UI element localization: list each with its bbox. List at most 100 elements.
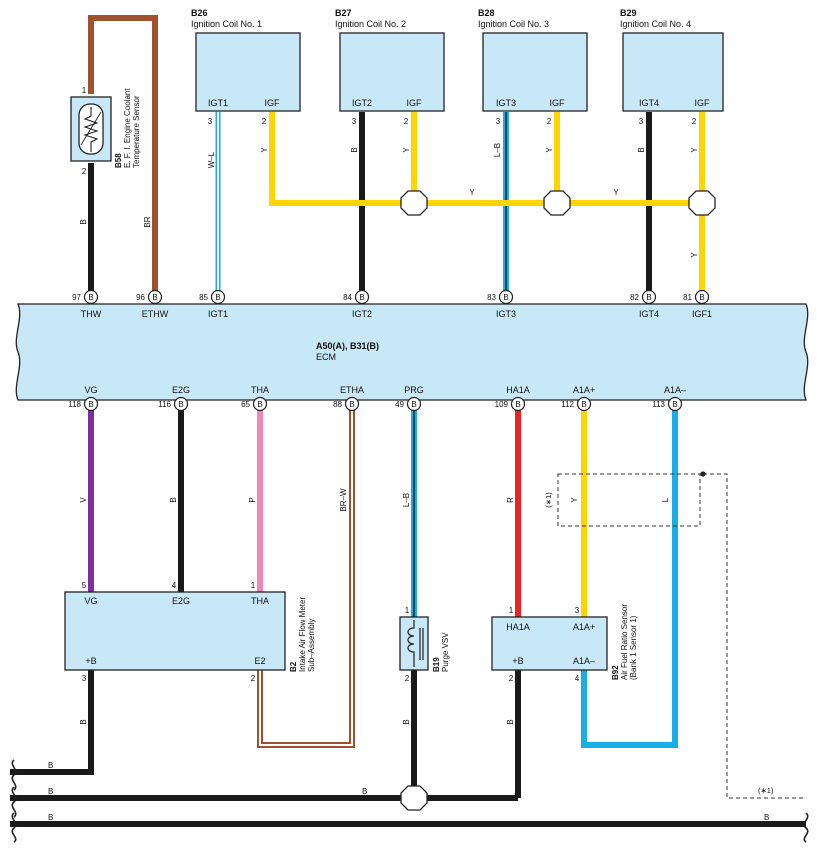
wire-label-tha: P xyxy=(248,497,257,502)
ground-break-icon xyxy=(803,812,809,843)
ecm-bottom-connector-letter-6: B xyxy=(581,400,586,409)
af-name-2: (Bank 1 Sensor 1) xyxy=(629,615,638,680)
bus-shield-note: (∗1) xyxy=(758,786,774,795)
ecm-bottom-connector-letter-5: B xyxy=(515,400,520,409)
coil-box-4 xyxy=(622,32,724,112)
coil-4-pin-igt: 3 xyxy=(639,117,644,126)
ecm-bottom-pin-name-3: ETHA xyxy=(340,385,364,395)
af-sensor-box xyxy=(491,616,608,671)
maf-name-1: Intake Air Flow Meter xyxy=(298,597,307,672)
ecm-bottom-pin-num-4: 49 xyxy=(395,400,404,409)
ecm-bottom-connector-letter-1: B xyxy=(178,400,183,409)
coolant-name-2: Temperature Sensor xyxy=(132,95,141,168)
wire-label-e2g: B xyxy=(169,497,178,502)
coil-2-igt: IGT2 xyxy=(352,98,372,108)
af-pin-ha1a-name: HA1A xyxy=(506,622,530,632)
wire-label-maf-plusb: B xyxy=(79,719,88,724)
splice-icon xyxy=(400,190,716,216)
af-pin-ha1a-num: 1 xyxy=(509,606,514,615)
ecm-top-connector-0 xyxy=(83,289,99,305)
coil-4-name: Ignition Coil No. 4 xyxy=(620,19,691,29)
wire-label-igt2: B xyxy=(350,147,359,152)
ground-break-icon xyxy=(11,759,17,843)
coil-box-3 xyxy=(482,32,588,112)
coil-4-id: B29 xyxy=(620,8,637,18)
ecm-top-connector-letter-6: B xyxy=(699,293,704,302)
af-pin-a1a-plus-num: 3 xyxy=(575,606,580,615)
maf-pin-plusb-num: 3 xyxy=(82,674,87,683)
wire-label-igt1: W–L xyxy=(207,151,216,168)
coolant-pin-1: 1 xyxy=(82,86,87,95)
bottom-wire-labels: V B P BR–W L–B R Y L (∗1) B B B xyxy=(79,488,670,725)
ecm-bottom-pin-name-1: E2G xyxy=(172,385,190,395)
ecm-bottom-pin-num-2: 65 xyxy=(241,400,250,409)
ecm-top-pin-name-5: IGT4 xyxy=(639,309,659,319)
coil-1-igf: IGF xyxy=(265,98,281,108)
ecm-bottom-connector-6 xyxy=(576,396,592,412)
wire-a1a-minus-l xyxy=(581,410,678,748)
shield-junction-dot xyxy=(700,471,706,477)
coil-3-pin-igf: 2 xyxy=(547,117,552,126)
ecm-top-pin-name-2: IGT1 xyxy=(208,309,228,319)
bus-2-label: B xyxy=(48,787,53,796)
ecm-top-connector-4 xyxy=(498,289,514,305)
wire-label-bus-1: Y xyxy=(469,188,475,197)
coil-1-pin-igf: 2 xyxy=(262,117,267,126)
ecm-top-pin-num-4: 83 xyxy=(487,293,496,302)
ecm-bottom-connector-letter-2: B xyxy=(257,400,262,409)
coil-3-igf: IGF xyxy=(550,98,566,108)
maf-pin-plusb-name: +B xyxy=(85,656,96,666)
vsv-name: Purge VSV xyxy=(441,632,450,672)
ecm-bottom-connector-4 xyxy=(406,396,422,412)
coolant-sensor-labels: 1 2 B58 E. F. I. Engine Coolant Temperat… xyxy=(82,86,141,176)
wire-label-etha: BR–W xyxy=(339,488,348,512)
wire-label-ethw: BR xyxy=(143,216,152,227)
ecm-top-connector-letter-4: B xyxy=(503,293,508,302)
ecm-bottom-pin-num-6: 112 xyxy=(561,400,574,409)
ecm-bottom-pin-num-3: 88 xyxy=(333,400,342,409)
ecm-bottom-pin-num-0: 118 xyxy=(68,400,81,409)
splice-icon xyxy=(400,785,428,811)
coil-1-igt: IGT1 xyxy=(208,98,228,108)
vsv-id: B19 xyxy=(432,657,441,672)
wire-etha-brw xyxy=(257,410,355,748)
ecm-top-pin-name-0: THW xyxy=(81,309,102,319)
ecm-bottom-pin-num-1: 116 xyxy=(158,400,171,409)
coil-box-2 xyxy=(339,32,445,112)
shield-dashed xyxy=(557,473,806,799)
wire-label-igf2: Y xyxy=(402,147,411,153)
maf-pin-e2g-name: E2G xyxy=(172,596,190,606)
ecm-bottom-pin-num-7: 113 xyxy=(652,400,665,409)
af-name-1: Air Fuel Ratio Sensor xyxy=(620,604,629,680)
coil-2-igf: IGF xyxy=(407,98,423,108)
coil-2-pin-igt: 3 xyxy=(352,117,357,126)
wire-label-bus-2: Y xyxy=(613,188,619,197)
af-pin-a1a-minus-num: 4 xyxy=(575,674,580,683)
wire-label-igf4: Y xyxy=(690,147,699,153)
coil-box-1 xyxy=(195,32,301,112)
ecm-top-connector-letter-0: B xyxy=(88,293,93,302)
coil-3-pin-igt: 3 xyxy=(496,117,501,126)
wire-label-igf3: Y xyxy=(545,147,554,153)
wire-igf-bus-y xyxy=(269,112,705,297)
ecm-bottom-pin-name-0: VG xyxy=(84,385,97,395)
ecm-bottom-connector-5 xyxy=(510,396,526,412)
ecm-bottom-connector-letter-3: B xyxy=(349,400,354,409)
coolant-pin-2: 2 xyxy=(82,167,87,176)
wire-label-thw: B xyxy=(79,219,88,224)
ecm-top-pin-name-4: IGT3 xyxy=(496,309,516,319)
vsv-pin-1: 1 xyxy=(405,606,410,615)
ecm-top-pin-name-6: IGF1 xyxy=(692,309,712,319)
shield-note: (∗1) xyxy=(544,492,553,508)
ecm-top-connector-letter-3: B xyxy=(359,293,364,302)
af-pin-a1a-plus-name: A1A+ xyxy=(573,622,595,632)
ecm-top-pin-num-6: 81 xyxy=(683,293,692,302)
ecm-top-pin-num-2: 85 xyxy=(199,293,208,302)
coil-2-pin-igf: 2 xyxy=(404,117,409,126)
maf-pin-tha-name: THA xyxy=(251,596,269,606)
coil-3-igt: IGT3 xyxy=(496,98,516,108)
coolant-sensor xyxy=(70,96,112,162)
ecm-top-pin-name-3: IGT2 xyxy=(352,309,372,319)
maf-box xyxy=(64,591,286,671)
